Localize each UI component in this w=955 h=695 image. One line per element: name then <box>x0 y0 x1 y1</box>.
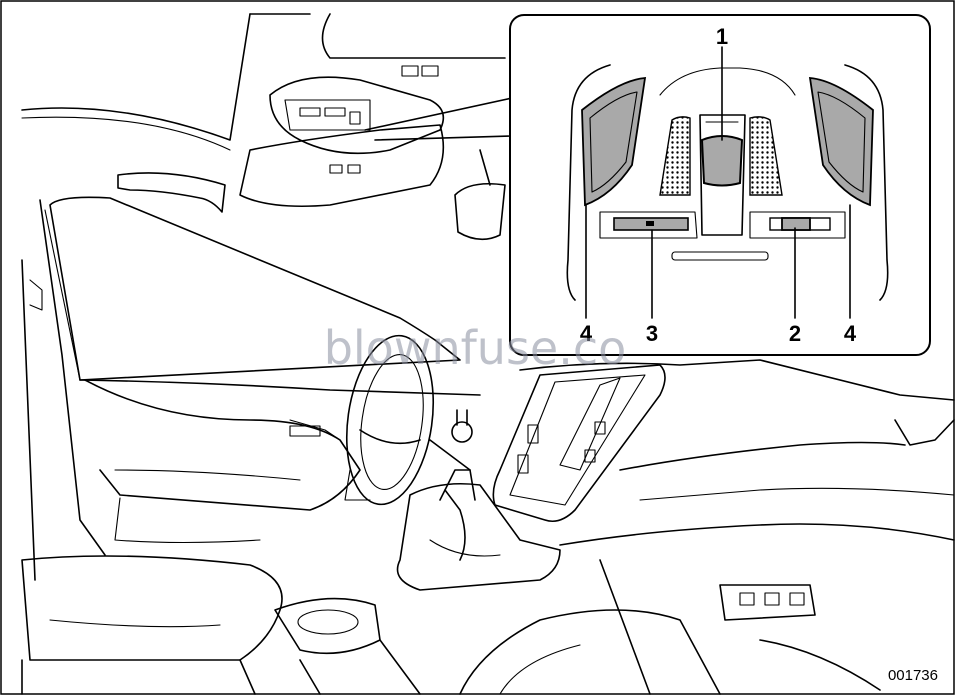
center-button <box>700 135 744 187</box>
watermark: blownfuse.co <box>324 321 627 375</box>
figure-code: 001736 <box>888 667 938 684</box>
left-grille <box>659 116 691 196</box>
callout-2: 2 <box>789 321 801 346</box>
callout-4-left: 4 <box>580 321 593 346</box>
right-map-lamp-lens <box>808 77 874 207</box>
callout-4-right: 4 <box>844 321 857 346</box>
left-map-lamp-lens <box>581 77 647 207</box>
right-grille <box>749 116 783 196</box>
callout-3: 3 <box>646 321 658 346</box>
callout-1: 1 <box>716 24 728 49</box>
switch-2 <box>781 217 811 231</box>
overhead-console-inset: 1 4 3 2 4 <box>509 14 931 356</box>
interior-illustration <box>21 13 955 695</box>
inset-leader <box>364 97 513 141</box>
